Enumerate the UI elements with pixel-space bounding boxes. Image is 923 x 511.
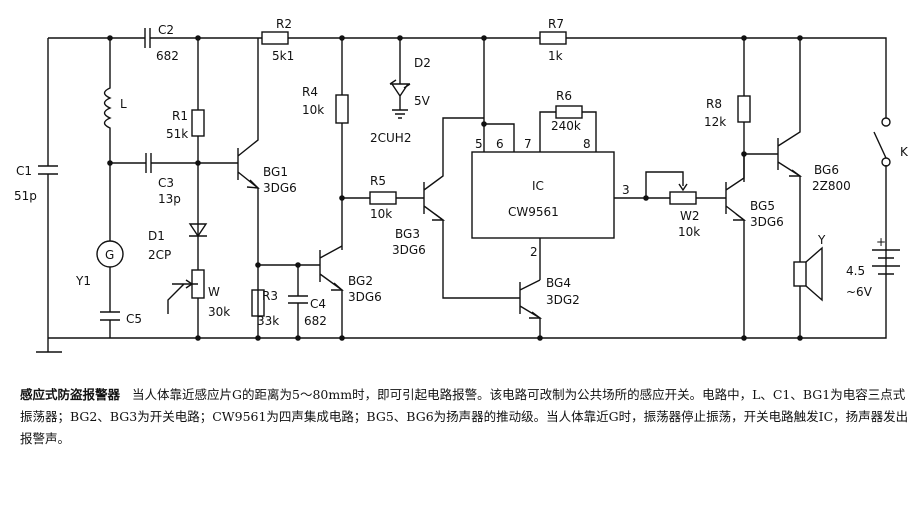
d2-value: 5V bbox=[414, 94, 431, 108]
switch-k[interactable]: K bbox=[873, 117, 909, 167]
r6-value: 240k bbox=[551, 119, 581, 133]
potentiometer-w: W 30k bbox=[167, 269, 230, 338]
c2-label: C2 bbox=[158, 23, 174, 37]
resistor-r6: R6 240k bbox=[539, 89, 597, 133]
ic-pin-3: 3 bbox=[622, 183, 630, 197]
resistor-r1: R1 51k bbox=[166, 38, 205, 270]
resistor-r4: R4 10k bbox=[302, 38, 349, 250]
d2-label: D2 bbox=[414, 56, 431, 70]
caption-text: 当人体靠近感应片G的距离为5～80mm时，即可引起电路报警。该电路可改制为公共场… bbox=[20, 387, 909, 446]
c3-value: 13p bbox=[158, 192, 181, 206]
c4-value: 682 bbox=[304, 314, 327, 328]
bg5-value: 3DG6 bbox=[750, 215, 784, 229]
r7-value: 1k bbox=[548, 49, 563, 63]
w-value: 30k bbox=[208, 305, 230, 319]
battery-value-1: 4.5 bbox=[846, 264, 865, 278]
battery: + 4.5 ~6V bbox=[846, 235, 900, 299]
battery-plus-label: + bbox=[876, 235, 886, 249]
r4-label: R4 bbox=[302, 85, 318, 99]
r8-label: R8 bbox=[706, 97, 722, 111]
r4-value: 10k bbox=[302, 103, 324, 117]
c1-value: 51p bbox=[14, 189, 37, 203]
circuit-schematic: C1 51p C2 682 L C3 13p G Y1 C5 R1 51k bbox=[14, 17, 909, 353]
ic-value: CW9561 bbox=[508, 205, 559, 219]
sense-plate-g: G Y1 bbox=[75, 163, 124, 288]
bg6-label: BG6 bbox=[814, 163, 839, 177]
w2-value: 10k bbox=[678, 225, 700, 239]
r1-value: 51k bbox=[166, 127, 188, 141]
bg1-label: BG1 bbox=[263, 165, 288, 179]
ic-pin-8: 8 bbox=[583, 137, 591, 151]
r1-label: R1 bbox=[172, 109, 188, 123]
caption: 感应式防盗报警器当人体靠近感应片G的距离为5～80mm时，即可引起电路报警。该电… bbox=[20, 384, 910, 450]
r5-value: 10k bbox=[370, 207, 392, 221]
bg4-value: 3DG2 bbox=[546, 293, 580, 307]
w2-label: W2 bbox=[680, 209, 700, 223]
bg3-value: 3DG6 bbox=[392, 243, 426, 257]
d1-value: 2CP bbox=[148, 248, 171, 262]
transistor-bg5: BG5 3DG6 bbox=[725, 153, 784, 338]
transistor-bg2: BG2 3DG6 bbox=[319, 245, 382, 338]
inductor-l: L bbox=[103, 38, 127, 163]
bg4-label: BG4 bbox=[546, 276, 571, 290]
battery-value-2: ~6V bbox=[846, 285, 873, 299]
r2-value: 5k1 bbox=[272, 49, 294, 63]
transistor-bg4: BG4 3DG2 bbox=[519, 238, 580, 338]
w-label: W bbox=[208, 285, 220, 299]
d1-label: D1 bbox=[148, 229, 165, 243]
transistor-bg1: BG1 3DG6 bbox=[198, 38, 297, 338]
ic-cw9561: IC CW9561 5 6 7 8 3 2 bbox=[471, 38, 640, 259]
bg3-label: BG3 bbox=[395, 227, 420, 241]
r8-value: 12k bbox=[704, 115, 726, 129]
bg5-label: BG5 bbox=[750, 199, 775, 213]
c5-label: C5 bbox=[126, 312, 142, 326]
zener-d2: D2 5V 2CUH2 bbox=[370, 38, 431, 145]
l-label: L bbox=[120, 97, 127, 111]
speaker-y: Y bbox=[793, 233, 826, 338]
bg2-value: 3DG6 bbox=[348, 290, 382, 304]
g-label: G bbox=[105, 248, 114, 262]
k-label: K bbox=[900, 145, 909, 159]
resistor-r2: R2 5k1 bbox=[261, 17, 294, 63]
y1-label: Y1 bbox=[75, 274, 91, 288]
bg2-label: BG2 bbox=[348, 274, 373, 288]
capacitor-c4: C4 682 bbox=[288, 265, 327, 338]
transistor-bg6: BG6 2Z800 bbox=[777, 38, 851, 262]
transistor-bg3: BG3 3DG6 bbox=[392, 117, 520, 299]
c2-value: 682 bbox=[156, 49, 179, 63]
resistor-r5: R5 10k bbox=[342, 174, 424, 221]
supply-rail bbox=[48, 37, 887, 118]
caption-title: 感应式防盗报警器 bbox=[20, 387, 121, 402]
y-label: Y bbox=[817, 233, 826, 247]
d2-part: 2CUH2 bbox=[370, 131, 411, 145]
r5-label: R5 bbox=[370, 174, 386, 188]
diode-d1: D1 2CP bbox=[148, 223, 208, 262]
c1-label: C1 bbox=[16, 164, 32, 178]
junction-dots bbox=[107, 35, 803, 341]
capacitor-c3: C3 13p bbox=[110, 153, 198, 206]
ic-pin-5: 5 bbox=[475, 137, 483, 151]
ic-label: IC bbox=[532, 179, 544, 193]
ic-pin-2: 2 bbox=[530, 245, 538, 259]
resistor-r3: R3 33k bbox=[251, 264, 320, 328]
capacitor-c5: C5 bbox=[100, 267, 142, 338]
bg6-value: 2Z800 bbox=[812, 179, 851, 193]
capacitor-c1: C1 51p bbox=[14, 38, 58, 338]
bg1-value: 3DG6 bbox=[263, 181, 297, 195]
r2-label: R2 bbox=[276, 17, 292, 31]
ic-pin-6: 6 bbox=[496, 137, 504, 151]
capacitor-c2: C2 682 bbox=[144, 23, 179, 63]
resistor-r7: R7 1k bbox=[539, 17, 567, 63]
potentiometer-w2: W2 10k bbox=[640, 171, 726, 239]
r3-value: 33k bbox=[257, 314, 279, 328]
r6-label: R6 bbox=[556, 89, 572, 103]
c4-label: C4 bbox=[310, 297, 326, 311]
ground-rail bbox=[36, 165, 887, 353]
r3-label: R3 bbox=[262, 289, 278, 303]
c3-label: C3 bbox=[158, 176, 174, 190]
resistor-r8: R8 12k bbox=[704, 38, 751, 182]
ic-pin-7: 7 bbox=[524, 137, 532, 151]
r7-label: R7 bbox=[548, 17, 564, 31]
